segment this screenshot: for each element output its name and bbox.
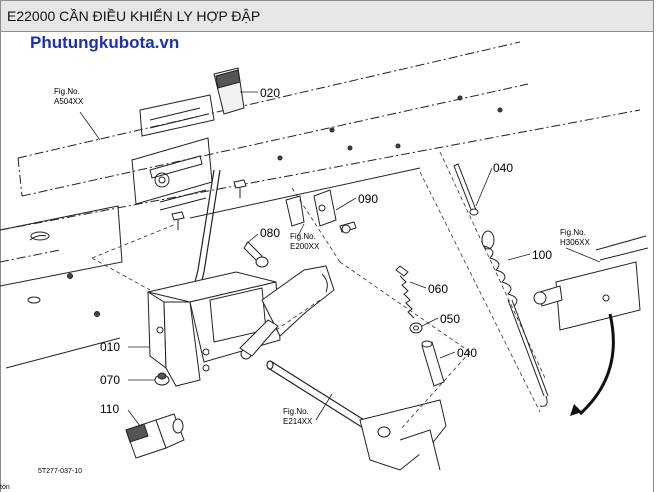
- fig-ref-a504-code: A504XX: [54, 97, 84, 106]
- label-060: 060: [428, 282, 448, 296]
- nut-070: [154, 372, 170, 386]
- clutch-arm: [239, 265, 335, 360]
- corner-text: tón: [0, 484, 10, 491]
- right-shaft: [533, 235, 649, 331]
- sleeve-040: [421, 340, 445, 387]
- label-110: 110: [100, 402, 119, 416]
- label-010: 010: [100, 340, 120, 354]
- label-030: 040: [493, 161, 513, 175]
- cross-shaft: [266, 360, 381, 437]
- label-100: 100: [532, 248, 552, 262]
- label-050: 050: [440, 312, 460, 326]
- leader-lines: [91, 151, 547, 431]
- chassis-plate: [0, 95, 503, 369]
- page-title: E22000 CẦN ĐIỀU KHIỂN LY HỢP ĐẬP: [7, 8, 261, 24]
- label-080: 080: [260, 226, 280, 240]
- chassis-frame: [0, 41, 641, 263]
- spring-100: [481, 230, 549, 407]
- fig-ref-e200-code: E200XX: [290, 242, 320, 251]
- fig-ref-e200-title: Fig.No.: [290, 232, 316, 241]
- spring-060: [395, 265, 415, 319]
- nut-050: [409, 322, 423, 334]
- small-bolts: [171, 179, 247, 230]
- lower-linkage: [359, 399, 447, 471]
- bracket-090: [285, 189, 357, 234]
- fig-ref-e214-title: Fig.No.: [283, 407, 309, 416]
- rod-030: [453, 163, 479, 216]
- label-leaders: [79, 91, 601, 427]
- parts-diagram: 020 040 100 090 080 060 050 040 010 070 …: [0, 41, 649, 491]
- lever-knob: [213, 67, 245, 115]
- bolt-080: [243, 241, 269, 268]
- rotation-arrow: [578, 313, 615, 416]
- main-bracket: [147, 271, 281, 387]
- label-070: 070: [100, 373, 120, 387]
- switch-110: [125, 413, 185, 459]
- drawing-code: 5T277-037-10: [38, 468, 82, 475]
- title-bar: E22000 CẦN ĐIỀU KHIỂN LY HỢP ĐẬP: [0, 0, 654, 32]
- label-040: 040: [457, 346, 477, 360]
- site-watermark: Phutungkubota.vn: [30, 33, 180, 52]
- console-plate: [131, 94, 215, 211]
- fig-ref-h306-code: H306XX: [560, 238, 590, 247]
- fig-ref-a504-title: Fig.No.: [54, 87, 80, 96]
- fig-ref-h306-title: Fig.No.: [560, 228, 586, 237]
- rotation-arrow-head: [570, 404, 582, 416]
- label-090: 090: [358, 192, 378, 206]
- label-020: 020: [260, 86, 280, 100]
- fig-ref-e214-code: E214XX: [283, 417, 313, 426]
